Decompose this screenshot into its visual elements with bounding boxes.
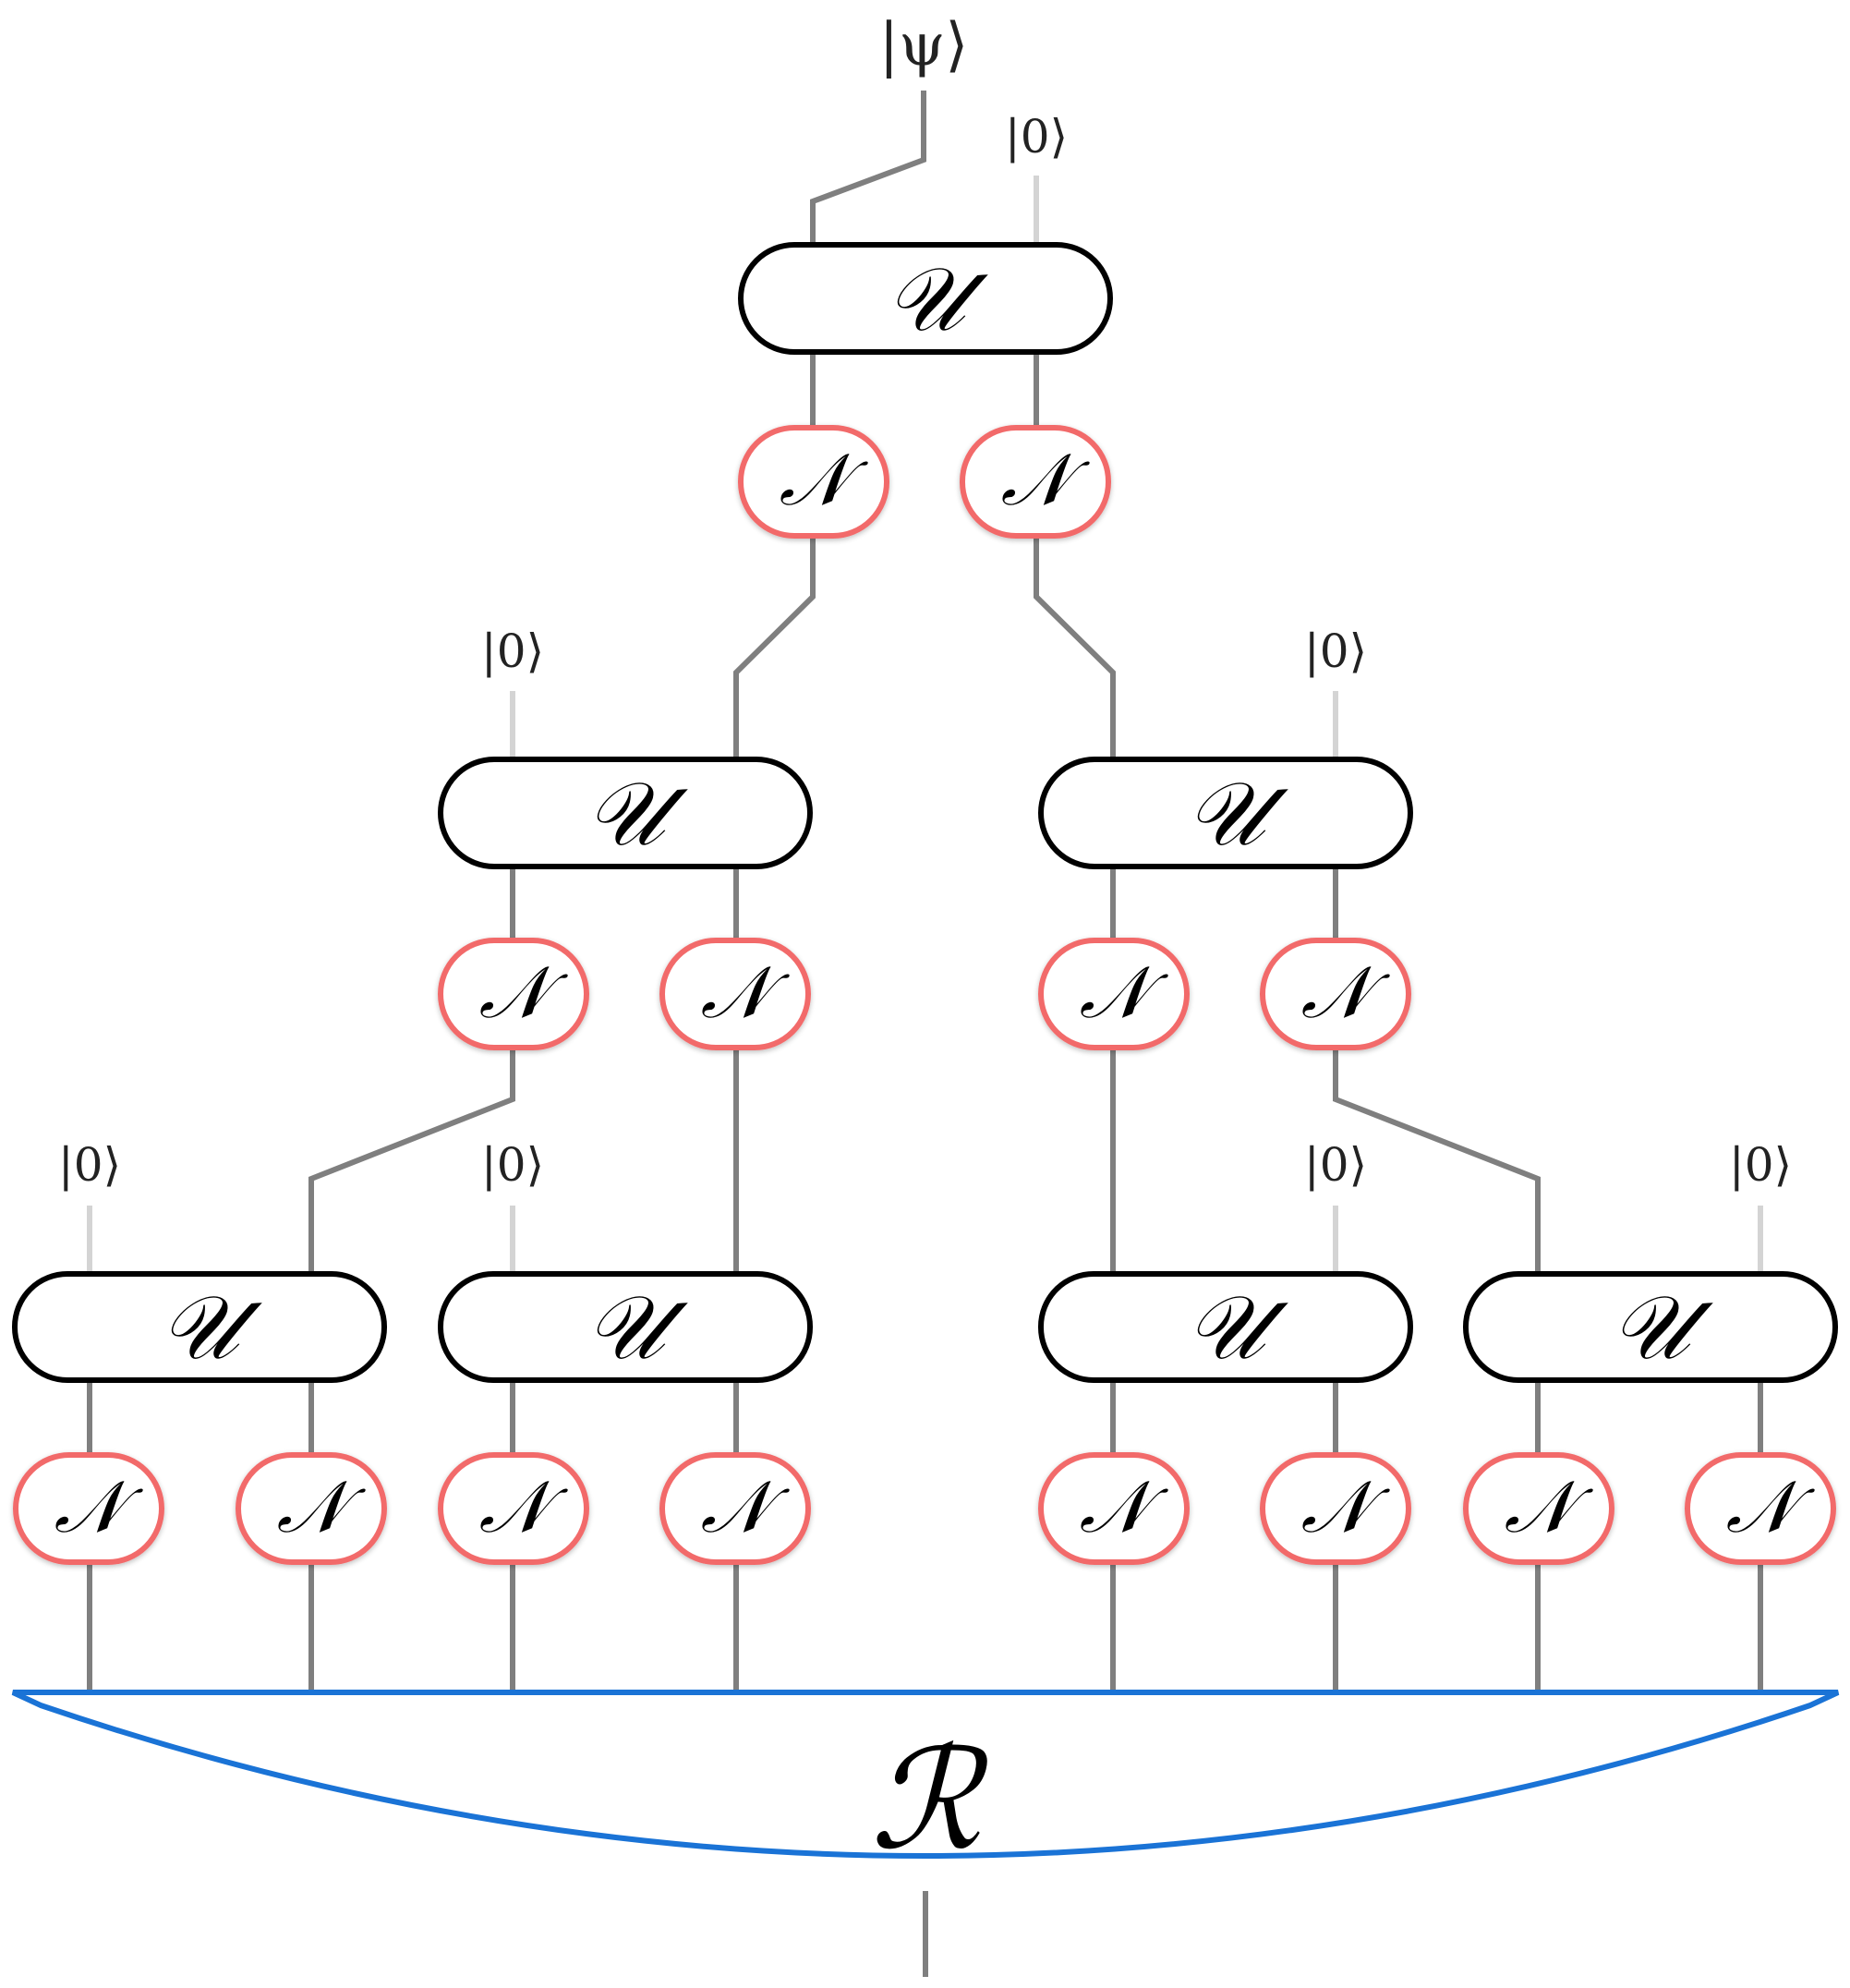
wire — [733, 536, 816, 759]
unitary-gate-level3-1: 𝒰 — [12, 1271, 387, 1383]
recovery-label: ℛ — [870, 1720, 989, 1881]
noise-channel: 𝒩 — [1038, 1452, 1190, 1565]
state-labels: |ψ⟩ |0⟩ |0⟩ |0⟩ |0⟩ |0⟩ |0⟩ |0⟩ — [58, 11, 1792, 1192]
noise-channels: 𝒩 𝒩 𝒩 𝒩 𝒩 𝒩 𝒩 𝒩 — [13, 425, 1836, 1565]
recovery-shape — [11, 1690, 1840, 1859]
ancilla-state-label: |0⟩ — [481, 1138, 544, 1192]
ancilla-state-label: |0⟩ — [1304, 624, 1367, 678]
wire — [1333, 1048, 1541, 1274]
noise-channel: 𝒩 — [1260, 938, 1411, 1050]
noise-channel: 𝒩 — [1685, 1452, 1836, 1565]
unitary-gates: 𝒰 𝒰 𝒰 𝒰 𝒰 𝒰 𝒰 — [12, 242, 1838, 1383]
ancilla-state-label: |0⟩ — [1304, 1138, 1367, 1192]
noise-channel: 𝒩 — [960, 425, 1111, 539]
unitary-gate-level3-4: 𝒰 — [1463, 1271, 1838, 1383]
noise-channel: 𝒩 — [13, 1452, 164, 1565]
wire — [308, 1048, 515, 1274]
noise-channel: 𝒩 — [1038, 938, 1190, 1050]
noise-channel: 𝒩 — [236, 1452, 387, 1565]
noise-channel: 𝒩 — [738, 425, 889, 539]
unitary-gate-level3-2: 𝒰 — [438, 1271, 813, 1383]
noise-channel: 𝒩 — [1463, 1452, 1614, 1565]
wires — [87, 91, 1763, 1977]
noise-channel: 𝒩 — [659, 938, 811, 1050]
input-state-label: |ψ⟩ — [879, 11, 969, 79]
ancilla-state-label: |0⟩ — [58, 1138, 121, 1192]
recovery-map: ℛ — [11, 1690, 1840, 1881]
noise-channel: 𝒩 — [438, 1452, 589, 1565]
wire-input-psi — [810, 91, 926, 245]
unitary-gate-level3-3: 𝒰 — [1038, 1271, 1413, 1383]
ancilla-state-label: |0⟩ — [481, 624, 544, 678]
ancilla-wires — [87, 176, 1763, 1274]
ancilla-state-label: |0⟩ — [1005, 110, 1068, 164]
unitary-gate-level2-right: 𝒰 — [1038, 757, 1413, 869]
noise-channel: 𝒩 — [659, 1452, 811, 1565]
unitary-gate-top: 𝒰 — [738, 242, 1113, 355]
ancilla-state-label: |0⟩ — [1729, 1138, 1792, 1192]
noise-channel: 𝒩 — [438, 938, 589, 1050]
wire — [1034, 536, 1116, 759]
noise-channel: 𝒩 — [1260, 1452, 1411, 1565]
unitary-gate-level2-left: 𝒰 — [438, 757, 813, 869]
